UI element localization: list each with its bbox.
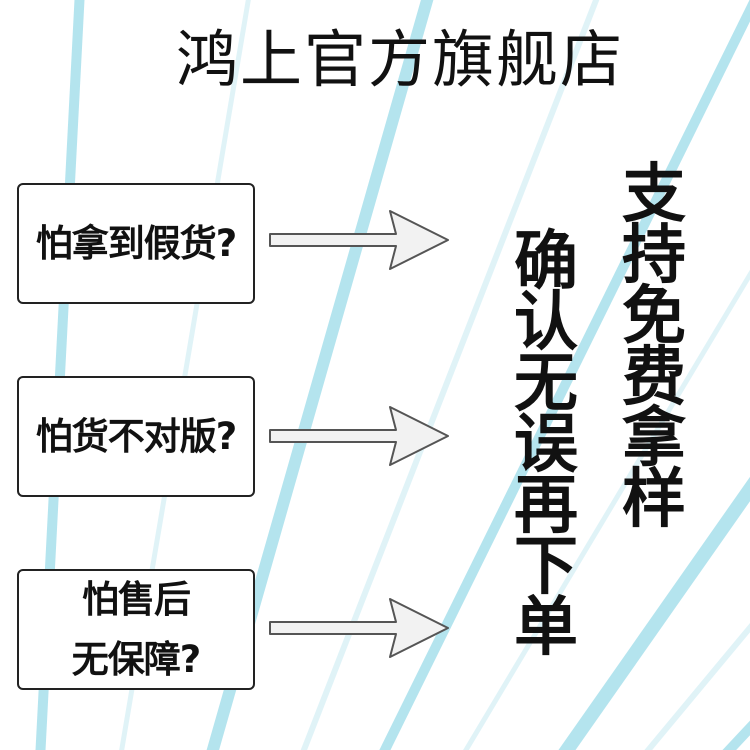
background-stripe — [379, 0, 750, 750]
slogan-char: 误 — [514, 408, 578, 482]
slogan-free-sample: 支持免费拿样 — [622, 158, 686, 537]
background-stripe — [558, 476, 750, 750]
slogan-char: 费 — [622, 341, 686, 415]
slogan-char: 持 — [622, 219, 686, 293]
right-arrow-icon — [269, 406, 449, 466]
question-box-no-after-sales: 怕售后 无保障? — [17, 569, 255, 690]
slogan-char: 认 — [514, 286, 578, 360]
background-stripe — [463, 269, 750, 750]
slogan-char: 拿 — [622, 402, 686, 476]
question-text: 怕货不对版? — [35, 414, 237, 458]
question-box-not-as-described: 怕货不对版? — [17, 376, 255, 497]
right-arrow-icon — [269, 210, 449, 270]
question-line: 无保障? — [71, 637, 201, 681]
slogan-confirm-before-order: 确认无误再下单 — [514, 225, 578, 665]
slogan-char: 再 — [514, 469, 578, 543]
slogan-char: 样 — [622, 463, 686, 537]
background-stripe — [644, 622, 750, 750]
question-box-fake-goods: 怕拿到假货? — [17, 183, 255, 304]
right-arrow-icon — [269, 598, 449, 658]
question-text: 怕拿到假货? — [35, 221, 237, 265]
slogan-char: 免 — [622, 280, 686, 354]
slogan-char: 单 — [514, 591, 578, 665]
slogan-char: 无 — [514, 347, 578, 421]
slogan-char: 支 — [622, 158, 686, 232]
store-title: 鸿上官方旗舰店 — [175, 23, 624, 96]
slogan-char: 下 — [514, 530, 578, 604]
slogan-char: 确 — [514, 225, 578, 299]
question-text: 怕售后 无保障? — [71, 570, 201, 690]
question-line: 怕售后 — [82, 577, 191, 621]
